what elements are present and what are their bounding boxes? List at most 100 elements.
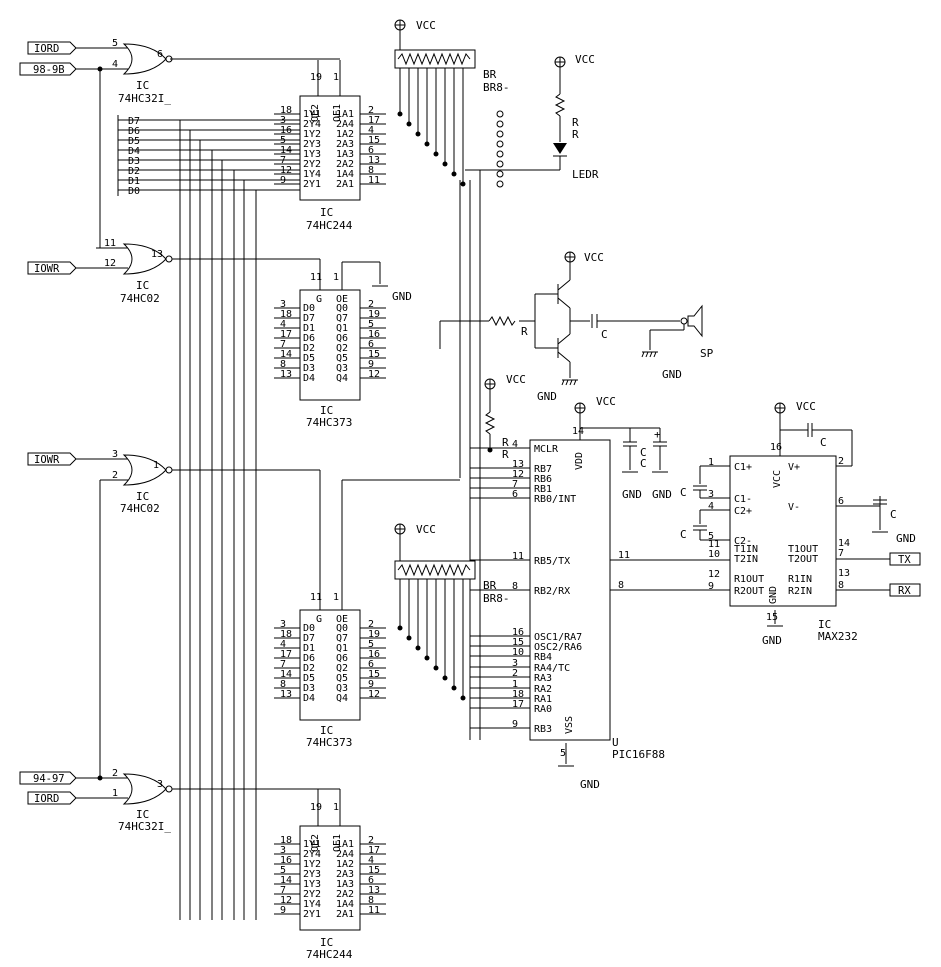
pin-name: VCC xyxy=(772,470,783,488)
pin-number: 17 xyxy=(368,115,380,126)
pin-number: 2 xyxy=(368,835,374,846)
pin-number: 17 xyxy=(280,329,292,340)
pin-number: 5 xyxy=(560,748,566,759)
pic-gnd: GND xyxy=(558,743,600,791)
pin-name: 1Y3 xyxy=(303,149,321,160)
junction-dot xyxy=(397,625,403,631)
svg-text:IC: IC xyxy=(136,490,149,503)
pin-number: 19 xyxy=(368,309,380,320)
pin-name: V- xyxy=(788,502,800,513)
pin-name: D2 xyxy=(303,663,315,674)
pin-name: C2- xyxy=(734,536,752,547)
nor-gate-74hc02-a: 11 12 13 IC 74HC02 xyxy=(76,238,173,305)
pin-name: 1A1 xyxy=(336,109,354,120)
pin-number: 4 xyxy=(280,639,286,650)
pin-number: 1 xyxy=(512,679,518,690)
pin-name: 2Y3 xyxy=(303,139,321,150)
pin-name: 2A3 xyxy=(336,139,354,150)
pin-number: 6 xyxy=(368,659,374,670)
pin-number: 6 xyxy=(368,339,374,350)
pin-name: 1Y1 xyxy=(303,109,321,120)
pin-number: 14 xyxy=(838,538,850,549)
svg-text:5: 5 xyxy=(112,38,118,49)
pin-number: 3 xyxy=(280,619,286,630)
pin-number: 16 xyxy=(280,125,292,136)
svg-text:VCC: VCC xyxy=(416,523,436,536)
pin-number: 7 xyxy=(280,339,286,350)
pin-number: 18 xyxy=(512,689,524,700)
pin-number: 15 xyxy=(368,135,380,146)
pin-number: 11 xyxy=(310,272,322,283)
pin-name: D4 xyxy=(303,373,315,384)
open-terminal xyxy=(496,170,504,178)
svg-text:GND: GND xyxy=(652,488,672,501)
pin-name: Q0 xyxy=(336,303,348,314)
pin-name: RB6 xyxy=(534,474,552,485)
junction-dot xyxy=(451,171,457,177)
svg-text:3: 3 xyxy=(157,779,163,790)
port-rx: RX xyxy=(836,583,921,597)
svg-text:C: C xyxy=(640,446,647,459)
open-terminal xyxy=(496,150,504,158)
bus-label: D7 xyxy=(128,116,140,127)
junction-dot xyxy=(424,141,430,147)
pin-name: D7 xyxy=(303,313,315,324)
pin-number: 19 xyxy=(310,802,322,813)
chip-part: MAX232 xyxy=(818,630,858,643)
junction-dot xyxy=(415,131,421,137)
pin-number: 2 xyxy=(512,668,518,679)
pin-number: 12 xyxy=(708,569,720,580)
chip-body xyxy=(729,455,837,607)
pin-number: 5 xyxy=(368,639,374,650)
pin-number: 11 xyxy=(368,175,380,186)
pin-name: 1A1 xyxy=(336,839,354,850)
pin-name: T2IN xyxy=(734,554,758,565)
pin-name: RA4/TC xyxy=(534,663,570,674)
pin-name: RA3 xyxy=(534,673,552,684)
pin-number: 13 xyxy=(838,568,850,579)
pin-number: 7 xyxy=(280,155,286,166)
pin-name: Q4 xyxy=(336,693,348,704)
pin-number: 17 xyxy=(512,699,524,710)
pin-number: 19 xyxy=(310,72,322,83)
pin-name: G xyxy=(316,294,322,305)
pin-name: OE xyxy=(336,294,348,305)
pin-number: 16 xyxy=(770,442,782,453)
pin-number: 16 xyxy=(368,649,380,660)
pin-number: 2 xyxy=(368,619,374,630)
pin-name: D7 xyxy=(303,633,315,644)
pin-name: Q3 xyxy=(336,363,348,374)
pin-name: 1Y2 xyxy=(303,129,321,140)
pin-name: 2A4 xyxy=(336,849,354,860)
chip-body xyxy=(299,609,361,721)
pin-name: D2 xyxy=(303,343,315,354)
svg-text:6: 6 xyxy=(157,49,163,60)
pin-name: OSC2/RA6 xyxy=(534,642,582,653)
pin-name: RB5/TX xyxy=(534,556,570,567)
pin-name: D1 xyxy=(303,643,315,654)
svg-text:IC: IC xyxy=(136,808,149,821)
pin-name: 1A4 xyxy=(336,169,354,180)
pin-number: 8 xyxy=(512,581,518,592)
pin-number: 11 xyxy=(368,905,380,916)
svg-text:VCC: VCC xyxy=(575,53,595,66)
pin-number: 14 xyxy=(280,145,292,156)
pin-number: 5 xyxy=(280,135,286,146)
chip-part: 74HC373 xyxy=(306,416,352,429)
pin-name: RA2 xyxy=(534,684,552,695)
chip-ref: IC xyxy=(818,618,831,631)
pin-name: 2Y2 xyxy=(303,159,321,170)
svg-text:C: C xyxy=(680,486,687,499)
svg-text:GND: GND xyxy=(537,390,557,403)
bus-label: D3 xyxy=(128,156,140,167)
pin-name: VSS xyxy=(564,716,575,734)
pin-name: 1A3 xyxy=(336,879,354,890)
pin-number: 1 xyxy=(333,802,339,813)
svg-text:4: 4 xyxy=(112,59,118,70)
pin-number: 3 xyxy=(280,845,286,856)
pin-name: D1 xyxy=(303,323,315,334)
svg-text:74HC32I_: 74HC32I_ xyxy=(118,92,171,105)
or-gate-74hc32-top: 5 4 6 IC 74HC32I_ xyxy=(76,38,173,105)
pin-number: 13 xyxy=(280,689,292,700)
